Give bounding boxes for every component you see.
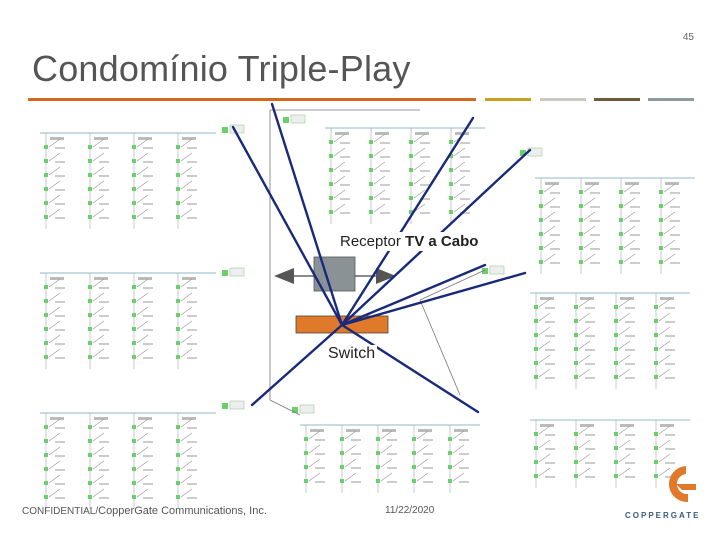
title-rule-segment-4 [594,98,640,101]
building-block [535,177,695,274]
building-block [530,292,690,389]
device-box [229,400,245,410]
device-node [520,150,526,156]
building-block [530,419,690,488]
building-block [325,127,485,224]
title-rule-segment-2 [485,98,531,101]
logo-text: COPPERGATE [625,511,701,520]
receptor-label-prefix: Receptor [340,233,406,250]
device-box [229,267,245,277]
footer-confidential: CONFIDENTIAL/CopperGate Communications, … [22,505,267,517]
device-node [292,407,298,413]
title-rule-segment-5 [648,98,694,101]
building-schematics [40,114,695,509]
device-box [299,404,315,414]
title-rule-segment-3 [540,98,586,101]
footer-company: CopperGate Communications, Inc. [98,505,267,517]
page-number: 45 [682,32,694,43]
receptor-arrow-left-icon [274,268,294,284]
footer-confidential-prefix: CONFIDENTIAL/ [22,506,99,517]
device-node [222,403,228,409]
distribution-lines [269,109,486,416]
slide-title: Condomínio Triple-Play [32,48,411,89]
device-node [283,117,289,123]
receptor-label: Receptor TV a Cabo [338,232,481,251]
building-block [40,412,216,509]
device-node [222,270,228,276]
receptor-label-bold: TV a Cabo [405,233,479,250]
building-block [40,132,216,229]
receptor-arrow-right-icon [376,268,396,284]
building-block [300,424,480,493]
device-box [489,265,505,275]
device-node [222,127,228,133]
building-block [40,272,216,369]
switch-label: Switch [326,345,378,363]
device-node [482,268,488,274]
footer-date: 11/22/2020 [385,505,435,516]
coppergate-logo-icon [668,466,696,503]
device-box [290,114,306,124]
title-rule-segment-1 [28,98,476,101]
